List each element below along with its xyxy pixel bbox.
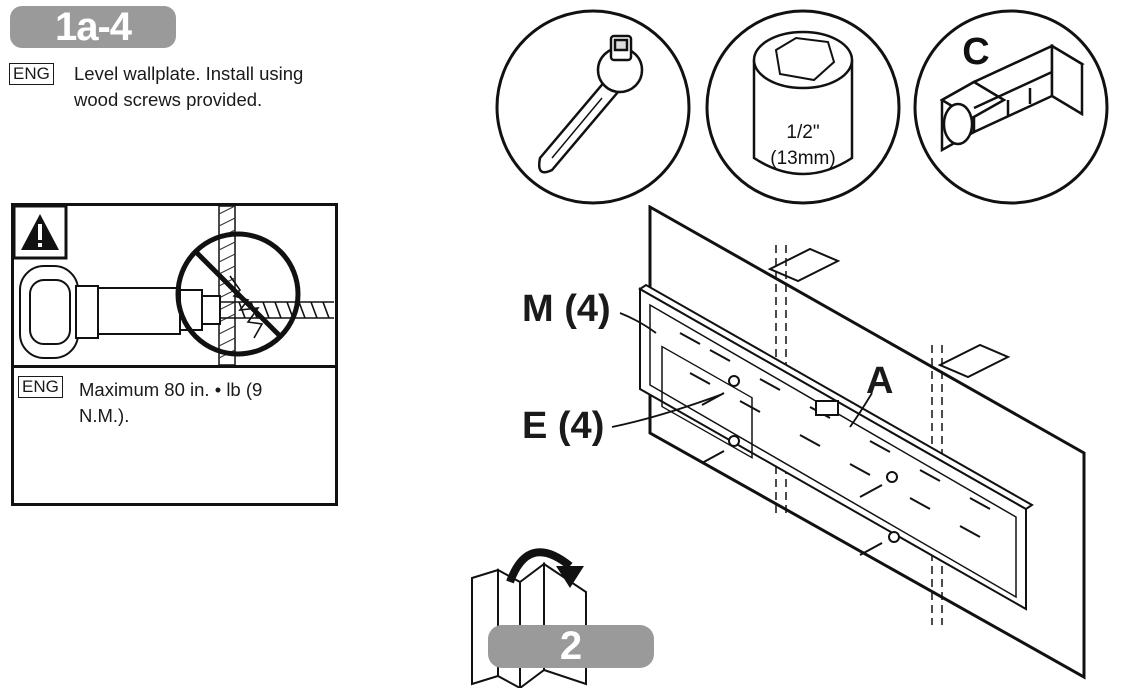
warning-text-line2: N.M.).	[79, 405, 130, 426]
instruction-text-line2: wood screws provided.	[74, 89, 263, 110]
level-block	[815, 400, 839, 416]
socket-size-line2: (13mm)	[770, 148, 835, 169]
label-e-screws: E (4)	[522, 405, 605, 447]
wall-studs	[767, 247, 1011, 379]
part-c-label: C	[962, 31, 989, 73]
wallplate-diagram	[611, 205, 1086, 680]
warning-lang-tag: ENG	[18, 376, 63, 398]
instruction-lang-tag: ENG	[9, 63, 54, 85]
tool-circle-part-c: C	[913, 9, 1109, 205]
tool-circle-socket: 1/2" (13mm)	[705, 9, 901, 205]
wood-screws	[701, 375, 900, 556]
next-step-number: 2	[559, 624, 583, 668]
socket-size-line1: 1/2"	[786, 122, 819, 143]
step-badge: 1a-4	[10, 5, 176, 49]
leader-e	[611, 394, 721, 428]
bit-adapter-icon	[939, 43, 1085, 153]
warning-text-line1: Maximum 80 in. • lb (9	[79, 379, 263, 400]
label-a-wallplate: A	[866, 360, 894, 402]
socket-icon: 1/2" (13mm)	[752, 30, 854, 176]
warning-triangle-icon	[14, 206, 68, 260]
ratchet-wrench-icon	[538, 34, 644, 174]
ratchet-side-view	[19, 265, 221, 359]
lag-screw	[220, 301, 334, 319]
leader-a	[849, 392, 873, 428]
prohibited-icon	[175, 231, 301, 357]
overtighten-warning-illustration	[14, 206, 334, 365]
tool-circle-ratchet	[495, 9, 691, 205]
label-m-washers: M (4)	[522, 288, 611, 330]
warning-panel	[11, 203, 338, 506]
instruction-text-line1: Level wallplate. Install using	[74, 63, 304, 84]
next-step-badge[interactable]: 2	[488, 624, 654, 668]
warning-divider	[11, 365, 338, 368]
leader-m	[619, 312, 657, 334]
step-number: 1a-4	[54, 5, 132, 49]
wallplate-a	[638, 283, 1034, 611]
